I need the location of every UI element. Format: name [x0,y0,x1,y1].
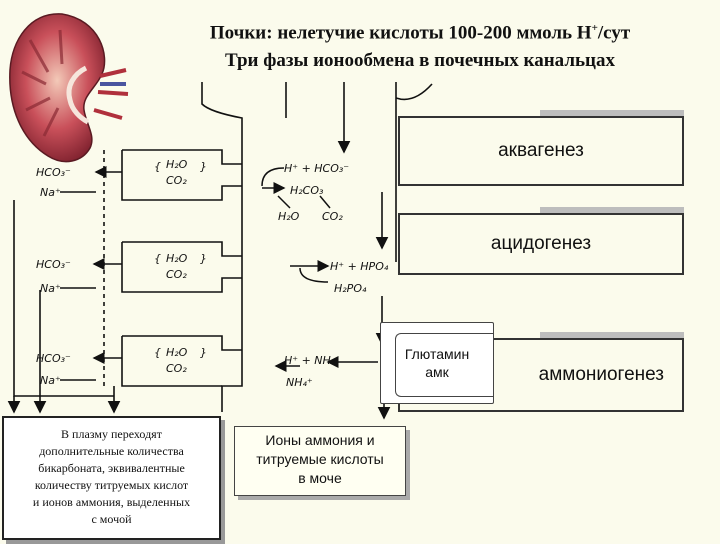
cell-blocks [103,149,242,387]
urine-note: Ионы аммония и титруемые кислоты в моче [234,426,406,496]
na-label-2: Na⁺ [40,282,61,295]
tubule-outline [201,82,433,412]
h2o-label-2: H₂O [166,252,188,265]
phase-shadow-3 [540,332,684,340]
h2o-label-1: H₂O [166,158,188,171]
row1-top: H⁺ + HCO₃⁻ [284,162,349,175]
glutamine-bracket [395,333,493,397]
plasma-note: В плазму переходят дополнительные количе… [2,416,221,540]
formulas: HCO₃⁻ Na⁺ HCO₃⁻ Na⁺ HCO₃⁻ Na⁺ { H₂O CO₂ … [36,158,389,389]
plasma-note-line: и ионов аммония, выделенных [32,495,191,509]
co2-label-3: CO₂ [166,362,187,375]
row1-mid: H₂CO₃ [290,184,324,197]
plasma-note-line: количеству титруемых кислот [34,478,189,492]
urine-note-line: Ионы аммония и [265,432,375,448]
row3-bot: NH₄⁺ [286,376,313,389]
phase-shadow-1 [540,110,684,118]
phase-label: аммониогенез [538,364,664,385]
glutamine-box: Глютамин амк [380,322,494,404]
brace-close-3: } [200,346,207,359]
row2-bot: H₂PO₄ [334,282,367,295]
phase-shadow-2 [540,207,684,215]
flow-arrows [7,82,391,420]
title-text: Почки: нелетучие кислоты 100-200 ммоль Н [209,22,592,44]
title-suffix: /сут [597,22,631,44]
row1-co2: CO₂ [322,210,343,223]
kidney-illustration [9,13,129,163]
row2-top: H⁺ + HPO₄ [330,260,389,273]
title-line-1: Почки: нелетучие кислоты 100-200 ммоль Н… [150,14,690,47]
row1-h2o: H₂O [278,210,300,223]
brace-h2o-1: { [154,160,161,173]
title-line-2: Три фазы ионообмена в почечных канальцах [225,50,615,72]
urine-note-line: в моче [298,470,342,486]
plasma-note-line: бикарбоната, эквивалентные [38,461,185,475]
row3-top: H⁺ + NH₃ [284,354,336,367]
na-label-1: Na⁺ [40,186,61,199]
hco3-label-3: HCO₃⁻ [36,352,71,365]
phase-aquagenesis: аквагенез [398,116,684,186]
co2-label-1: CO₂ [166,174,187,187]
brace-close-1: } [200,160,207,173]
title-sup: + [591,22,598,34]
phase-label: ацидогенез [490,233,592,254]
h2o-label-3: H₂O [166,346,188,359]
glutamine-label: Глютамин [404,346,470,362]
exchange-arrows [60,166,378,381]
hco3-label-2: HCO₃⁻ [36,258,71,271]
page-title: Почки: нелетучие кислоты 100-200 ммоль Н… [150,14,690,75]
plasma-note-line: с мочой [91,512,132,526]
plasma-note-line: В плазму переходят [61,427,162,441]
na-label-3: Na⁺ [40,374,61,387]
co2-label-2: CO₂ [166,268,187,281]
brace-h2o-3: { [154,346,161,359]
urine-note-line: титруемые кислоты [256,451,384,467]
brace-close-2: } [200,252,207,265]
brace-h2o-2: { [154,252,161,265]
amino-acid-label: амк [425,364,449,380]
phase-acidogenesis: ацидогенез [398,213,684,275]
phase-label: аквагенез [498,140,584,161]
plasma-note-line: дополнительные количества [39,444,184,458]
hco3-label-1: HCO₃⁻ [36,166,71,179]
